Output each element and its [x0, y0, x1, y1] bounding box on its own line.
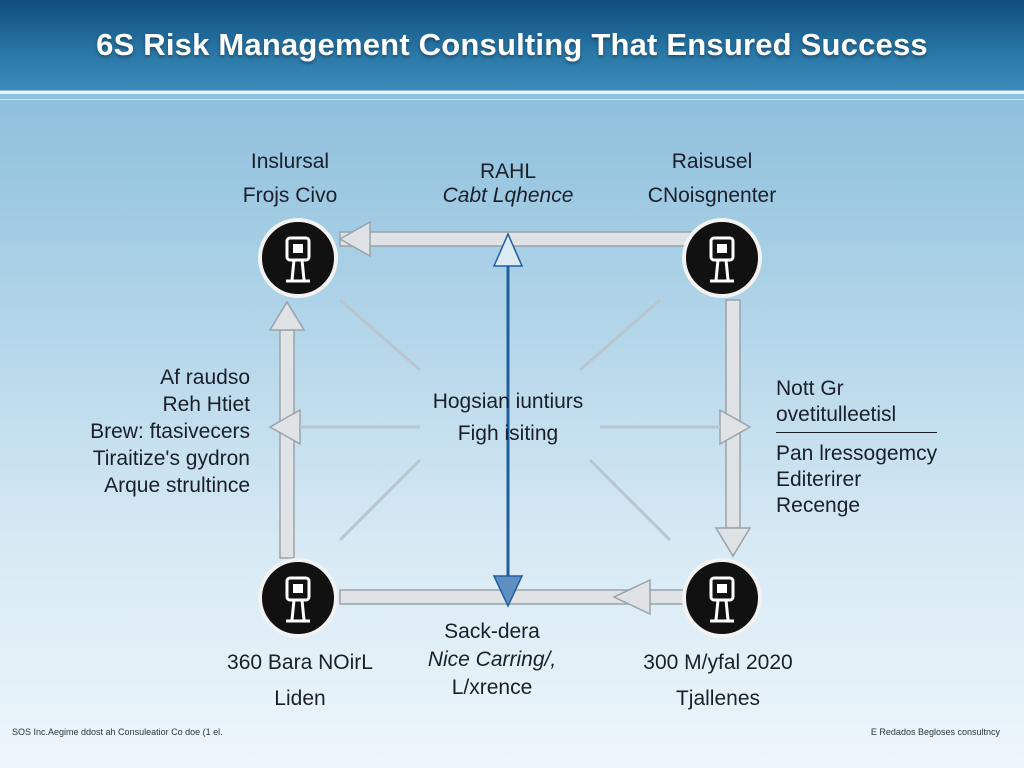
kiosk-icon [682, 218, 762, 298]
page-title: 6S Risk Management Consulting That Ensur… [96, 27, 928, 62]
label-line: Hogsian iuntiurs [432, 390, 584, 413]
label-line: 360 Bara NOirL [227, 651, 373, 674]
label-line: Tiraitize's gydron [92, 447, 250, 470]
label-heading: ovetitulleetisl [776, 402, 938, 433]
triangle-up-icon [492, 232, 524, 267]
kiosk-icon [258, 558, 338, 638]
footer-right: E Redados Begloses consultncy [870, 727, 1000, 737]
label-line: CNoisgnenter [647, 184, 777, 207]
arrow-left-icon [612, 578, 651, 616]
right-label: Nott Gr ovetitulleetisl Pan lressogemcy … [776, 376, 938, 519]
diagonal-arrow [338, 458, 422, 542]
track [268, 220, 752, 616]
label-line: Pan lressogemcy [776, 442, 938, 465]
kiosk-icon [258, 218, 338, 298]
label-line: Nice Carring/, [427, 648, 557, 671]
label-line: Arque strultince [104, 474, 250, 497]
diagonal-arrow [339, 298, 421, 372]
label-line: L/xrence [451, 676, 533, 699]
diagonal-arrow [588, 458, 672, 542]
footer-left: SOS Inc.Aegime ddost ah Consuleatior Co … [12, 727, 223, 737]
divider [0, 99, 1024, 100]
arrow-down-icon [714, 527, 752, 558]
label-line: Reh Htiet [162, 393, 250, 416]
diagonal-arrow [579, 298, 661, 372]
label-line: Figh isiting [457, 422, 559, 445]
label-line: Tjallenes [675, 687, 761, 710]
label-line: Frojs Civo [242, 184, 338, 207]
divider [0, 91, 1024, 94]
bottom-left-label: 360 Bara NOirL Liden [227, 645, 373, 717]
diagonal-arrows [300, 298, 720, 542]
label-line: Raisusel [671, 150, 753, 173]
triangle-down-icon [492, 575, 524, 608]
label-line: Cabt Lqhence [442, 184, 574, 207]
label-line: RAHL [479, 160, 537, 183]
title-bar: 6S Risk Management Consulting That Ensur… [0, 0, 1024, 90]
label-line: Sack-dera [444, 620, 540, 643]
label-line: Af raudso [160, 366, 250, 389]
arrow-up-icon [268, 300, 306, 331]
label-line: Nott Gr [776, 377, 844, 400]
label-line: Editerirer [776, 468, 862, 491]
track-top [339, 231, 693, 247]
label-line: 300 M/yfal 2020 [643, 651, 793, 674]
arrow-left-icon [338, 220, 371, 258]
kiosk-icon [682, 558, 762, 638]
label-line: Liden [274, 687, 326, 710]
label-line: Inslursal [250, 150, 330, 173]
track-left [279, 329, 295, 559]
label-line: Recenge [776, 494, 861, 517]
left-label: Af raudso Reh Htiet Brew: ftasivecers Ti… [90, 364, 250, 499]
label-line: Brew: ftasivecers [90, 420, 250, 443]
